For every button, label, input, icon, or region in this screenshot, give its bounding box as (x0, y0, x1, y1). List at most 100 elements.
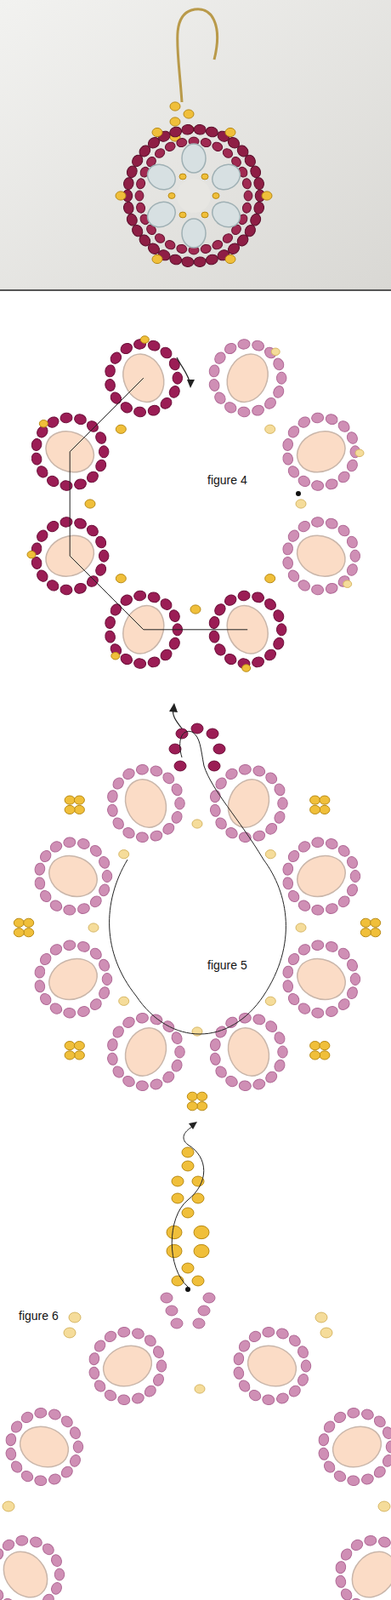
seed-bead (263, 1017, 279, 1033)
small-bead (319, 1040, 330, 1049)
seed-bead (212, 390, 228, 406)
small-bead (174, 759, 187, 771)
seed-bead (170, 781, 184, 796)
small-bead (343, 579, 352, 588)
small-bead (192, 1025, 203, 1035)
seed-bead (142, 1382, 159, 1398)
photo-background (0, 0, 391, 289)
seed-bead (34, 963, 46, 978)
seed-bead (160, 820, 176, 836)
small-bead (170, 102, 181, 111)
seed-bead (221, 231, 235, 244)
seed-bead (47, 1405, 63, 1419)
seed-bead (209, 1037, 221, 1051)
seed-bead (62, 1006, 76, 1018)
seed-bead (221, 146, 235, 159)
crystal-bead (207, 158, 244, 194)
seed-bead (224, 824, 240, 839)
small-bead (193, 1242, 210, 1256)
seed-bead (322, 1456, 338, 1473)
seed-bead (175, 796, 185, 809)
small-bead (206, 727, 219, 738)
seed-bead (38, 847, 54, 863)
thread-arrowhead (169, 702, 178, 712)
seed-bead (237, 406, 250, 418)
seed-bead (102, 1386, 119, 1401)
oval-bead (42, 847, 103, 903)
seed-bead (142, 1331, 159, 1347)
small-bead (198, 1303, 210, 1315)
small-bead (310, 804, 321, 813)
figure-label-text: figure 4 (207, 472, 248, 487)
small-bead (201, 173, 209, 180)
seed-bead (277, 1044, 288, 1057)
seed-bead (110, 814, 126, 830)
seed-bead (110, 1062, 126, 1078)
oval-bead (221, 1020, 277, 1081)
seed-bead (5, 1445, 17, 1459)
small-bead (73, 804, 85, 813)
seed-bead (130, 1325, 146, 1338)
seed-bead (85, 469, 101, 485)
small-bead (190, 604, 201, 613)
seed-bead (9, 1456, 25, 1473)
seed-bead (85, 418, 101, 434)
seed-bead (167, 384, 182, 399)
seed-bead (208, 614, 221, 629)
seed-bead (85, 522, 101, 539)
seed-bead (345, 430, 359, 445)
seed-bead (262, 595, 278, 612)
seed-bead (210, 140, 224, 153)
seed-bead (336, 522, 352, 539)
seed-bead (282, 451, 295, 465)
seed-bead (133, 406, 147, 418)
seed-bead (124, 212, 139, 227)
seed-bead (158, 345, 174, 361)
seed-bead (45, 577, 61, 592)
seed-bead (311, 583, 324, 595)
small-bead (183, 109, 194, 119)
seed-bead (48, 940, 64, 956)
seed-bead (286, 463, 302, 479)
seed-bead (311, 412, 324, 424)
small-bead (360, 927, 371, 936)
seed-bead (30, 436, 43, 451)
seed-bead (148, 1011, 164, 1025)
seed-bead (76, 939, 91, 952)
seed-bead (130, 1389, 146, 1403)
seed-bead (247, 1386, 263, 1401)
seed-bead (175, 243, 188, 254)
small-bead (181, 1206, 194, 1217)
oval-bead (118, 1020, 174, 1081)
seed-bead (263, 1068, 279, 1084)
seed-bead (119, 399, 135, 414)
seed-bead (286, 887, 302, 903)
seed-bead (38, 887, 54, 903)
seed-bead (349, 1535, 365, 1551)
seed-bead (9, 1416, 25, 1433)
seed-bead (287, 1382, 303, 1398)
seed-bead (372, 1462, 388, 1479)
seed-bead (276, 371, 286, 384)
seed-bead (40, 1590, 57, 1598)
seed-bead (193, 124, 207, 136)
oval-bead (42, 950, 103, 1006)
seed-bead (168, 253, 183, 267)
seed-bead (282, 436, 295, 451)
seed-bead (156, 1358, 166, 1371)
seed-bead (360, 1470, 375, 1484)
seed-bead (47, 1470, 63, 1484)
seed-bead (286, 527, 302, 544)
seed-bead (88, 892, 104, 908)
seed-bead (94, 457, 108, 472)
small-bead (181, 1159, 194, 1170)
seed-bead (208, 629, 221, 643)
seed-bead (158, 395, 174, 411)
seed-bead (73, 476, 88, 490)
seed-bead (287, 1331, 303, 1347)
seed-bead (49, 1551, 63, 1566)
seed-bead (286, 567, 302, 584)
seed-bead (121, 1072, 137, 1088)
seed-bead (350, 972, 360, 985)
small-bead (119, 995, 130, 1004)
